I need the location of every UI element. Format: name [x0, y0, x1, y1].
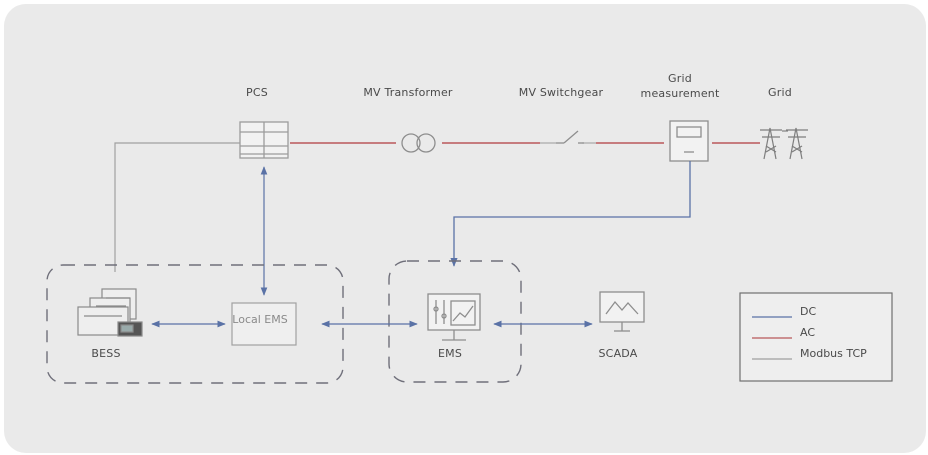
pcs-label: PCS [246, 86, 268, 99]
ems-icon [427, 293, 481, 341]
legend-modbus-label: Modbus TCP [800, 347, 867, 360]
ems-label: EMS [437, 347, 463, 360]
grid-label: Grid [768, 86, 792, 99]
modbus-line-bess-pcs [114, 142, 240, 272]
dc-line-meas-ems [450, 161, 691, 267]
group-bess-localems [46, 264, 344, 384]
mv-switchgear-label: MV Switchgear [518, 86, 604, 99]
bess-icon [77, 288, 143, 337]
mv-transformer-label: MV Transformer [363, 86, 453, 99]
switchgear-icon [556, 130, 584, 144]
grid-measurement-label: Grid measurement [641, 71, 720, 101]
scada-icon [599, 291, 645, 332]
diagram-card: PCS MV Transformer MV Switchgear Grid me… [4, 4, 926, 453]
legend-ac-label: AC [800, 326, 816, 339]
grid-tower-icon [760, 127, 808, 160]
local-ems-box [231, 302, 297, 346]
grid-measurement-label-line2: measurement [640, 87, 720, 100]
transformer-icon [401, 133, 436, 153]
grid-measurement-icon [669, 120, 709, 162]
legend-dc-label: DC [800, 305, 817, 318]
local-ems-label: Local EMS [232, 313, 288, 326]
pcs-icon [239, 121, 289, 159]
legend-box [739, 292, 893, 382]
scada-label: SCADA [598, 347, 638, 360]
bess-label: BESS [91, 347, 121, 360]
diagram-canvas [46, 120, 893, 384]
grid-measurement-label-line1: Grid [668, 72, 692, 85]
